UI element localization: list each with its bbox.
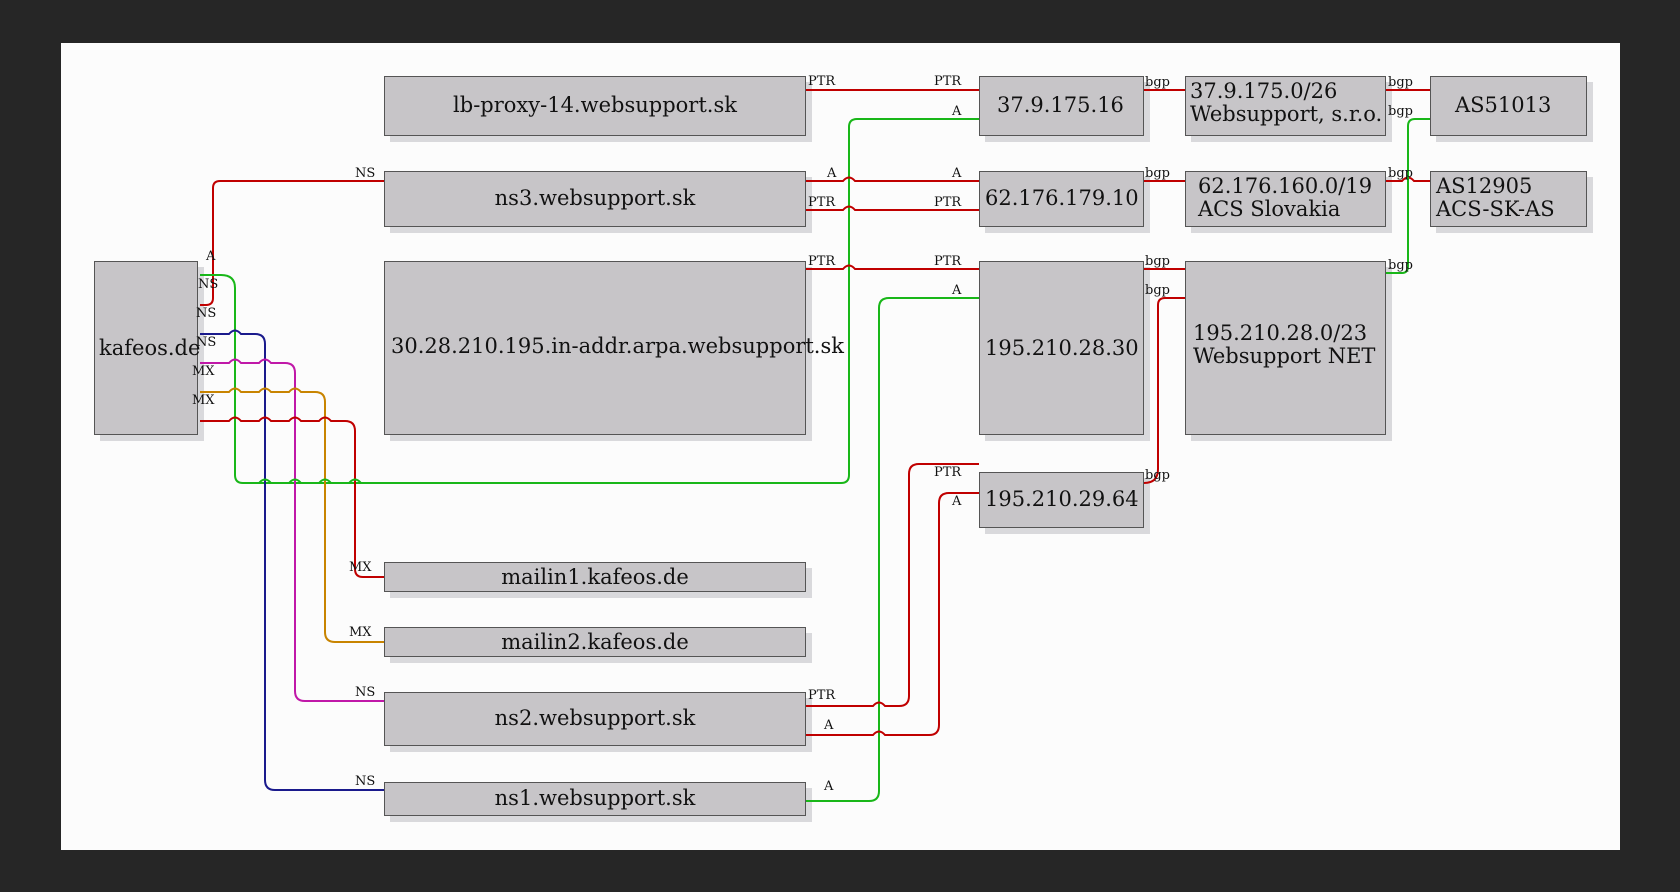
edge-ptr-ns2 — [806, 463, 979, 707]
edge-label-bgp: bgp — [1145, 283, 1170, 298]
node-ip-195-210-28-30: 195.210.28.30 — [979, 261, 1144, 435]
edge-label-ptr: PTR — [934, 254, 962, 269]
edge-bgp-ip4-net3 — [1143, 297, 1185, 484]
edge-ptr-arpa — [806, 264, 979, 270]
node-kafeos-de: kafeos.de — [94, 261, 201, 435]
edge-label-a: A — [823, 779, 834, 794]
edge-bgp-net3-as1 — [1386, 118, 1430, 274]
edge-label-a: A — [951, 104, 962, 119]
node-as51013: AS51013 — [1430, 76, 1587, 136]
edge-label-ns: NS — [196, 306, 216, 321]
edge-label-ptr: PTR — [934, 74, 962, 89]
edge-label-bgp: bgp — [1145, 254, 1170, 269]
node-as-name: ACS-SK-AS — [1436, 197, 1555, 221]
edges-layer: A NS NS NS MX MX NS MX MX NS NS PTR PTR … — [192, 74, 1430, 802]
edge-label-ptr: PTR — [934, 465, 962, 480]
node-label: 37.9.175.16 — [997, 93, 1124, 117]
edge-label-ns: NS — [355, 685, 375, 700]
edge-label-ptr: PTR — [808, 688, 836, 703]
edge-label-a: A — [823, 718, 834, 733]
node-lb-proxy-14: lb-proxy-14.websupport.sk — [384, 76, 806, 136]
edge-label-a: A — [205, 249, 216, 264]
node-label: 195.210.28.30 — [985, 336, 1139, 360]
edge-a-ns3 — [806, 176, 979, 182]
edge-label-bgp: bgp — [1388, 75, 1413, 90]
node-label: mailin2.kafeos.de — [501, 630, 689, 654]
edge-label-ptr: PTR — [934, 195, 962, 210]
edge-label-bgp: bgp — [1388, 258, 1413, 273]
node-label: 62.176.179.10 — [985, 186, 1139, 210]
node-label: AS51013 — [1455, 93, 1552, 117]
edge-label-ns: NS — [198, 277, 218, 292]
node-mailin2: mailin2.kafeos.de — [384, 627, 806, 657]
edge-label-mx: MX — [349, 625, 372, 640]
node-as12905: AS12905 ACS-SK-AS — [1430, 171, 1587, 227]
edge-label-bgp: bgp — [1145, 468, 1170, 483]
node-net-62-176-160-0: 62.176.160.0/19 ACS Slovakia — [1185, 171, 1386, 227]
node-ns3: ns3.websupport.sk — [384, 171, 806, 227]
node-ns2: ns2.websupport.sk — [384, 692, 806, 746]
edge-ns-ns2 — [200, 358, 384, 702]
node-mailin1: mailin1.kafeos.de — [384, 562, 806, 592]
node-net-195-210-28-0: 195.210.28.0/23 Websupport NET — [1185, 261, 1386, 435]
node-as-number: AS12905 — [1436, 174, 1533, 198]
node-label: 195.210.29.64 — [985, 487, 1139, 511]
edge-a-kafeos — [200, 118, 979, 484]
edge-mx-mailin2 — [200, 387, 384, 643]
node-ip-37-9-175-16: 37.9.175.16 — [979, 76, 1144, 136]
node-label: mailin1.kafeos.de — [501, 565, 689, 589]
node-label: ns3.websupport.sk — [494, 186, 696, 210]
edge-label-bgp: bgp — [1388, 104, 1413, 119]
edge-label-mx: MX — [192, 393, 215, 408]
edge-mx-mailin1 — [200, 416, 384, 578]
node-net-37-9-175-0: 37.9.175.0/26 Websupport, s.r.o. — [1185, 76, 1386, 136]
dns-graph-canvas: kafeos.de lb-proxy-14.websupport.sk ns3.… — [61, 43, 1620, 850]
edge-label-ptr: PTR — [808, 195, 836, 210]
node-prefix: 62.176.160.0/19 — [1198, 174, 1373, 198]
edge-label-a: A — [951, 494, 962, 509]
edge-label-mx: MX — [192, 364, 215, 379]
node-label: lb-proxy-14.websupport.sk — [453, 93, 737, 117]
edge-label-ns: NS — [355, 166, 375, 181]
node-netname: Websupport, s.r.o. — [1190, 102, 1383, 126]
edge-label-ns: NS — [196, 335, 216, 350]
edge-label-a: A — [826, 166, 837, 181]
edge-label-bgp: bgp — [1145, 75, 1170, 90]
edge-a-ns1 — [806, 297, 979, 802]
node-prefix: 195.210.28.0/23 — [1193, 321, 1368, 345]
node-in-addr-arpa: 30.28.210.195.in-addr.arpa.websupport.sk — [384, 261, 844, 435]
node-label: kafeos.de — [99, 336, 201, 360]
node-label: 30.28.210.195.in-addr.arpa.websupport.sk — [391, 334, 844, 358]
edge-label-mx: MX — [349, 560, 372, 575]
edge-a-ns2 — [806, 492, 979, 736]
node-prefix: 37.9.175.0/26 — [1190, 79, 1338, 103]
node-ip-195-210-29-64: 195.210.29.64 — [979, 472, 1144, 528]
edge-label-bgp: bgp — [1388, 166, 1413, 181]
edge-label-ns: NS — [355, 774, 375, 789]
edge-ptr-ns3 — [806, 205, 979, 211]
edge-label-a: A — [951, 166, 962, 181]
edge-a-bridge — [258, 478, 362, 484]
edge-label-a: A — [951, 283, 962, 298]
node-netname: Websupport NET — [1193, 344, 1376, 368]
node-netname: ACS Slovakia — [1198, 197, 1341, 221]
node-ns1: ns1.websupport.sk — [384, 782, 806, 816]
node-ip-62-176-179-10: 62.176.179.10 — [979, 171, 1144, 227]
edge-ns-ns3 — [200, 180, 384, 306]
node-label: ns2.websupport.sk — [494, 706, 696, 730]
edge-label-ptr: PTR — [808, 74, 836, 89]
edge-label-bgp: bgp — [1145, 166, 1170, 181]
edge-label-ptr: PTR — [808, 254, 836, 269]
node-label: ns1.websupport.sk — [494, 786, 696, 810]
edge-ns-ns1 — [200, 329, 384, 791]
